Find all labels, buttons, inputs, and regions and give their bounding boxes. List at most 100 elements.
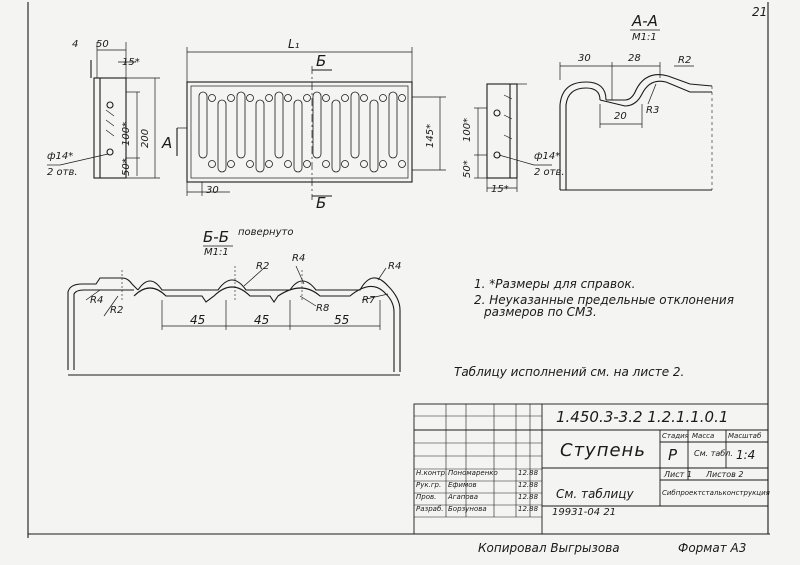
right-side-view — [474, 83, 552, 192]
section-mark-top: Б — [316, 52, 327, 70]
section-bb-view — [67, 245, 401, 376]
hole — [341, 160, 349, 168]
sheet-number: Лист 1 — [664, 470, 692, 479]
table-reference: Таблицу исполнений см. на листе 2. — [454, 365, 685, 379]
sheet-format: Формат А3 — [678, 541, 747, 555]
section-aa-view — [559, 29, 713, 191]
hole — [341, 94, 349, 102]
slot — [198, 91, 208, 159]
signature-date: 12.88 — [518, 469, 539, 477]
aa-dim-30: 30 — [578, 53, 591, 64]
col-scale: Масштаб — [728, 432, 762, 440]
hole-label-left: ф14* — [47, 151, 74, 162]
signature-date: 12.88 — [518, 493, 539, 501]
col-mass: Масса — [692, 432, 715, 440]
dim-L1: L₁ — [288, 37, 300, 51]
section-bb-scale: М1:1 — [204, 247, 229, 258]
hole — [227, 160, 235, 168]
hole — [360, 160, 368, 168]
marker-a: А — [162, 134, 173, 152]
hole — [208, 94, 216, 102]
slot — [331, 99, 341, 173]
section-aa-scale: М1:1 — [632, 32, 657, 43]
dim-100-right: 100* — [462, 117, 473, 142]
signature-date: 12.88 — [518, 481, 539, 489]
title-block-grid — [413, 403, 769, 535]
dim-50v-left: 50* — [121, 158, 132, 176]
signature-role: Пров. — [416, 493, 437, 501]
bb-dim-45-b: 45 — [254, 313, 270, 327]
signature-role: Н.контр. — [416, 469, 448, 477]
note-1: 1. *Размеры для справок. — [474, 277, 636, 291]
hole — [322, 160, 330, 168]
dim-4: 4 — [72, 39, 79, 50]
hole — [398, 160, 406, 168]
section-mark-bottom: Б — [316, 194, 327, 212]
signature-name: Ефимов — [448, 481, 477, 489]
front-view — [176, 47, 446, 200]
part-name: Ступень — [560, 440, 646, 461]
hole — [379, 160, 387, 168]
signature-role: Разраб. — [416, 505, 444, 513]
hole — [265, 160, 273, 168]
material: См. таблицу — [556, 487, 634, 501]
bb-r4-left: R4 — [90, 295, 104, 306]
slot — [388, 91, 398, 159]
hole-label-right: ф14* — [534, 151, 561, 162]
dim-100-left: 100* — [121, 121, 132, 146]
col-stage: Стадия — [662, 432, 689, 440]
bb-r2-top: R2 — [256, 261, 270, 272]
dim-145: 145* — [425, 123, 436, 148]
copied-by: Копировал Выгрызова — [478, 541, 620, 555]
hole — [208, 160, 216, 168]
signature-name: Пономаренко — [448, 469, 498, 477]
left-side-view — [47, 42, 160, 179]
bb-r2-left: R2 — [110, 305, 124, 316]
hole — [303, 160, 311, 168]
slot — [274, 91, 284, 159]
archive-number: 19931-04 21 — [552, 507, 617, 518]
slot — [236, 91, 246, 159]
hole — [284, 160, 292, 168]
hole — [322, 94, 330, 102]
mass-value: См. табл. — [694, 449, 733, 458]
dim-50-left: 50 — [96, 39, 109, 50]
bb-r7: R7 — [362, 295, 376, 306]
dim-200: 200 — [140, 128, 151, 148]
aa-dim-28: 28 — [628, 53, 641, 64]
section-bb-rotated: повернуто — [238, 227, 294, 238]
slot — [369, 99, 379, 173]
slot — [293, 99, 303, 173]
slot — [312, 91, 322, 159]
dim-50-right: 50* — [462, 160, 473, 178]
aa-r3: R3 — [646, 105, 660, 116]
page-number: 21 — [752, 5, 768, 19]
hole — [246, 160, 254, 168]
aa-r2: R2 — [678, 55, 692, 66]
hole — [246, 94, 254, 102]
organization: Сибпроектстальконструкция — [662, 489, 770, 497]
hole — [284, 94, 292, 102]
holes-count-left: 2 отв. — [47, 167, 78, 178]
dim-15-right: 15* — [491, 184, 509, 195]
bb-r4-right: R4 — [388, 261, 402, 272]
bb-dim-45-a: 45 — [190, 313, 206, 327]
hole — [265, 94, 273, 102]
holes-count-right: 2 отв. — [534, 167, 565, 178]
dim-15-left: 15* — [122, 57, 140, 68]
signature-role: Рук.гр. — [416, 481, 442, 489]
signature-name: Агапова — [448, 493, 479, 501]
hole — [303, 94, 311, 102]
slot — [350, 91, 360, 159]
section-aa-title: А-А — [632, 12, 658, 30]
stage-value: Р — [668, 446, 678, 464]
slot — [255, 99, 265, 173]
note-2-line-1: 2. Неуказанные предельные отклонения — [474, 293, 734, 307]
bb-r8: R8 — [316, 303, 330, 314]
hole — [227, 94, 235, 102]
dim-30-front: 30 — [206, 185, 219, 196]
bb-dim-55: 55 — [334, 313, 350, 327]
signature-date: 12.88 — [518, 505, 539, 513]
hole — [360, 94, 368, 102]
